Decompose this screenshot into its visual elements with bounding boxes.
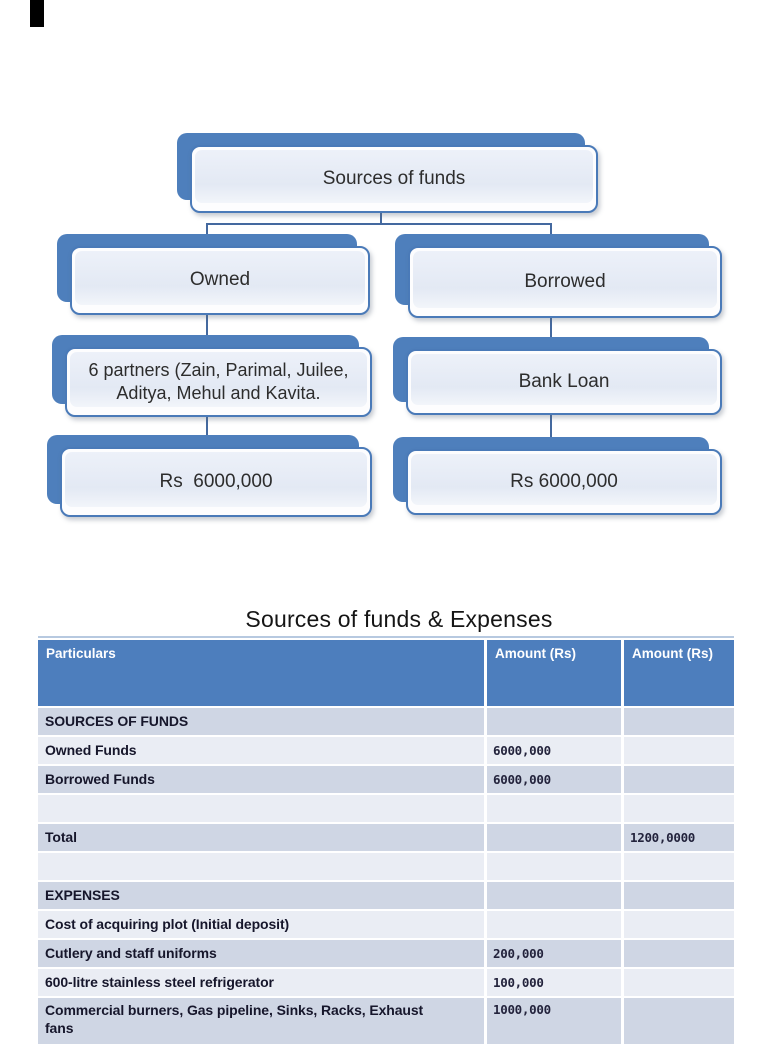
table-row: EXPENSES bbox=[38, 882, 734, 909]
flow-node-owned-amount: Rs 6000,000 bbox=[47, 435, 372, 517]
row-amount-1 bbox=[487, 911, 621, 938]
sources-of-funds-diagram: Sources of funds Owned Borrowed 6 partne… bbox=[47, 133, 722, 517]
node-label: Owned bbox=[189, 269, 251, 291]
node-fill bbox=[75, 251, 365, 305]
row-amount-2 bbox=[624, 708, 734, 735]
flow-node-sources-of-funds: Sources of funds bbox=[177, 133, 598, 213]
table-row: SOURCES OF FUNDS bbox=[38, 708, 734, 735]
row-label: EXPENSES bbox=[38, 882, 484, 909]
row-amount-2 bbox=[624, 766, 734, 793]
row-amount-2 bbox=[624, 969, 734, 996]
table-top-border bbox=[38, 636, 734, 638]
row-label: 600-litre stainless steel refrigerator bbox=[38, 969, 484, 996]
node-label: Borrowed bbox=[524, 270, 606, 292]
connector-borrowed-bankloan bbox=[550, 300, 552, 345]
row-label: Total bbox=[38, 824, 484, 851]
row-amount-1 bbox=[487, 824, 621, 851]
row-label: Cutlery and staff uniforms bbox=[38, 940, 484, 967]
node-label: Rs 6000,000 bbox=[510, 470, 618, 492]
node-face: Rs 6000,000 bbox=[60, 447, 372, 517]
row-amount-1: 200,000 bbox=[487, 940, 621, 967]
table-row bbox=[38, 795, 734, 822]
table-row: Borrowed Funds 6000,000 bbox=[38, 766, 734, 793]
table-row: 600-litre stainless steel refrigerator 1… bbox=[38, 969, 734, 996]
row-amount-1: 100,000 bbox=[487, 969, 621, 996]
table-row bbox=[38, 853, 734, 880]
flow-node-partners: 6 partners (Zain, Parimal, Juilee, Adity… bbox=[52, 335, 372, 417]
connector-right-drop bbox=[550, 223, 552, 237]
node-fill bbox=[65, 452, 367, 507]
row-label bbox=[38, 795, 484, 822]
row-label: SOURCES OF FUNDS bbox=[38, 708, 484, 735]
row-amount-2 bbox=[624, 911, 734, 938]
node-fill bbox=[411, 354, 717, 405]
row-label: Commercial burners, Gas pipeline, Sinks,… bbox=[38, 998, 484, 1044]
table-row: Commercial burners, Gas pipeline, Sinks,… bbox=[38, 998, 734, 1044]
header-particulars: Particulars bbox=[38, 640, 484, 706]
node-fill bbox=[411, 454, 717, 505]
node-label: 6 partners (Zain, Parimal, Juilee, Adity… bbox=[88, 359, 349, 403]
row-amount-1 bbox=[487, 708, 621, 735]
node-face: Borrowed bbox=[408, 246, 722, 318]
connector-partners-amount bbox=[206, 405, 208, 450]
page-corner-artifact bbox=[30, 0, 44, 27]
row-amount-1 bbox=[487, 882, 621, 909]
table-row: Cutlery and staff uniforms 200,000 bbox=[38, 940, 734, 967]
table-header-row: Particulars Amount (Rs) Amount (Rs) bbox=[38, 640, 734, 706]
flow-node-bank-loan: Bank Loan bbox=[393, 337, 722, 415]
node-label: Sources of funds bbox=[322, 167, 466, 189]
table-row: Owned Funds 6000,000 bbox=[38, 737, 734, 764]
connector-bankloan-amount bbox=[550, 405, 552, 455]
row-amount-2 bbox=[624, 882, 734, 909]
row-label: Cost of acquiring plot (Initial deposit) bbox=[38, 911, 484, 938]
row-amount-1: 1000,000 bbox=[487, 998, 621, 1044]
node-label: Rs 6000,000 bbox=[159, 470, 273, 492]
row-amount-2 bbox=[624, 795, 734, 822]
node-fill bbox=[413, 251, 717, 308]
flow-node-borrowed-amount: Rs 6000,000 bbox=[393, 437, 722, 515]
header-amount-2: Amount (Rs) bbox=[624, 640, 734, 706]
node-label: Bank Loan bbox=[518, 370, 610, 392]
node-face: Owned bbox=[70, 246, 370, 315]
row-amount-2 bbox=[624, 737, 734, 764]
connector-root-vertical bbox=[380, 205, 382, 225]
flow-node-borrowed: Borrowed bbox=[395, 234, 722, 318]
connector-horizontal bbox=[206, 223, 552, 225]
node-face: 6 partners (Zain, Parimal, Juilee, Adity… bbox=[65, 347, 372, 417]
table-title: Sources of funds & Expenses bbox=[245, 606, 553, 632]
row-amount-2: 1200,0000 bbox=[624, 824, 734, 851]
row-amount-2 bbox=[624, 853, 734, 880]
row-amount-2 bbox=[624, 998, 734, 1044]
row-amount-1: 6000,000 bbox=[487, 766, 621, 793]
connector-left-drop bbox=[206, 223, 208, 237]
flow-node-owned: Owned bbox=[57, 234, 370, 315]
node-fill bbox=[70, 352, 367, 407]
row-amount-2 bbox=[624, 940, 734, 967]
table-row: Cost of acquiring plot (Initial deposit) bbox=[38, 911, 734, 938]
row-label bbox=[38, 853, 484, 880]
row-amount-1: 6000,000 bbox=[487, 737, 621, 764]
node-fill bbox=[195, 150, 593, 203]
table-row: Total 1200,0000 bbox=[38, 824, 734, 851]
row-label: Borrowed Funds bbox=[38, 766, 484, 793]
header-amount-1: Amount (Rs) bbox=[487, 640, 621, 706]
connector-owned-partners bbox=[206, 300, 208, 345]
node-face: Sources of funds bbox=[190, 145, 598, 213]
node-face: Bank Loan bbox=[406, 349, 722, 415]
row-amount-1 bbox=[487, 795, 621, 822]
node-face: Rs 6000,000 bbox=[406, 449, 722, 515]
row-label: Owned Funds bbox=[38, 737, 484, 764]
funds-expenses-table: Particulars Amount (Rs) Amount (Rs) SOUR… bbox=[38, 640, 734, 1044]
row-amount-1 bbox=[487, 853, 621, 880]
